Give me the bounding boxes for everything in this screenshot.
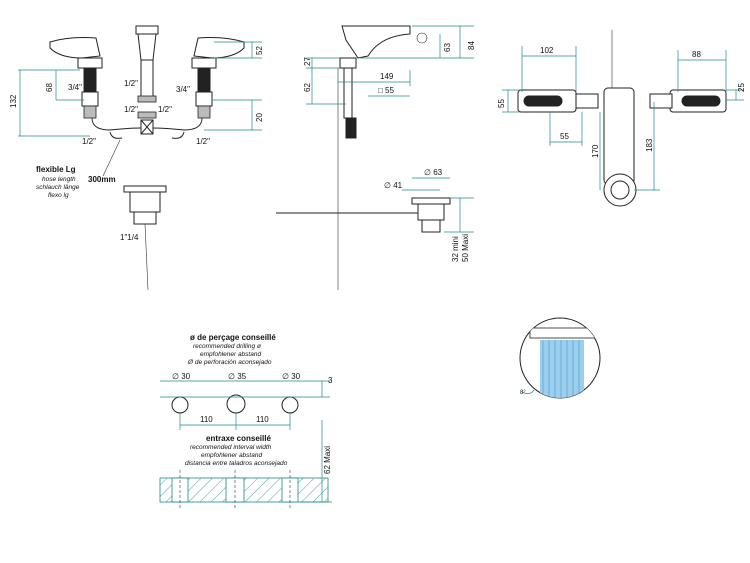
dim-132: 132	[9, 94, 18, 108]
flow-angle: 8°	[520, 390, 526, 396]
side-view	[276, 25, 474, 290]
thread-right-upper: 3/4"	[176, 85, 190, 94]
spacing-left: 110	[200, 415, 213, 424]
hose-title: flexible Lg	[36, 165, 76, 174]
hole-left	[171, 396, 189, 414]
spacing-right: 110	[256, 415, 269, 424]
hose-length-value: 300mm	[88, 175, 116, 184]
drilling-es: Ø de perforación aconsejado	[187, 359, 272, 366]
drilling-en: recommended drilling ø	[193, 343, 261, 350]
interaxis-es: distancia entre taladros aconsejado	[185, 460, 288, 467]
dim-63-dia: ∅ 63	[424, 168, 443, 177]
spout-stem	[140, 59, 154, 101]
spout-cap	[135, 25, 159, 35]
right-handle	[193, 37, 245, 59]
interaxis-title: entraxe conseillé	[206, 434, 271, 443]
dim-183: 183	[645, 138, 654, 152]
dim-55-handle: 55	[497, 99, 506, 108]
max-thickness: 62 Maxi	[323, 446, 332, 474]
dim-62: 62	[303, 83, 312, 92]
right-hose	[152, 117, 203, 131]
thread-left-upper: 3/4"	[68, 83, 82, 92]
dim-149: 149	[380, 72, 394, 81]
hose-length-en: schlauch länge	[36, 184, 80, 191]
hose-length-de: hose length	[42, 176, 76, 183]
dim-84: 84	[467, 41, 476, 50]
drilling-title: ø de perçage conseillé	[190, 333, 276, 342]
left-hose	[91, 117, 142, 131]
thread-right-bottom: 1/2"	[196, 137, 210, 146]
water-flow	[540, 340, 584, 398]
dim-55-square: □ 55	[378, 86, 395, 95]
dim-52: 52	[255, 46, 264, 55]
thread-left-mid: 1/2"	[124, 105, 138, 114]
top-view	[502, 30, 744, 207]
dim-170: 170	[591, 144, 600, 158]
hole-center	[226, 394, 246, 414]
dim-41-dia: ∅ 41	[384, 181, 403, 190]
drilling-plan	[159, 380, 332, 510]
interaxis-de: empfohlener abstand	[201, 452, 262, 459]
drilling-de: empfohlener abstand	[200, 351, 261, 358]
hose-length-es: flexo lg	[48, 192, 69, 199]
dim-32-mini: 32 mini	[451, 236, 460, 262]
dim-27: 27	[303, 57, 312, 66]
thread-left-bottom: 1/2"	[82, 137, 96, 146]
dim-3: 3	[328, 376, 333, 385]
dim-25: 25	[737, 83, 746, 92]
dim-102: 102	[540, 46, 554, 55]
thread-top: 1/2"	[124, 79, 138, 88]
spout-profile	[341, 25, 411, 59]
spout-body	[137, 33, 157, 61]
hole-center-dia: ∅ 35	[228, 372, 247, 381]
dim-68: 68	[45, 83, 54, 92]
dim-20: 20	[255, 113, 264, 122]
dim-50-maxi: 50 Maxi	[461, 234, 470, 262]
hole-right-dia: ∅ 30	[282, 372, 301, 381]
dim-88: 88	[692, 50, 701, 59]
interaxis-en: recommended interval width	[190, 444, 272, 451]
hole-left-dia: ∅ 30	[172, 372, 191, 381]
front-view	[18, 25, 262, 291]
flow-detail	[519, 317, 601, 399]
dim-63: 63	[443, 43, 452, 52]
hole-right	[281, 396, 299, 414]
thread-right-mid: 1/2"	[158, 105, 172, 114]
waste-thread: 1"1/4	[120, 233, 139, 242]
waste-flange	[123, 185, 167, 193]
spout-top	[603, 87, 635, 185]
dim-55-offset: 55	[560, 132, 569, 141]
left-handle	[49, 37, 101, 59]
